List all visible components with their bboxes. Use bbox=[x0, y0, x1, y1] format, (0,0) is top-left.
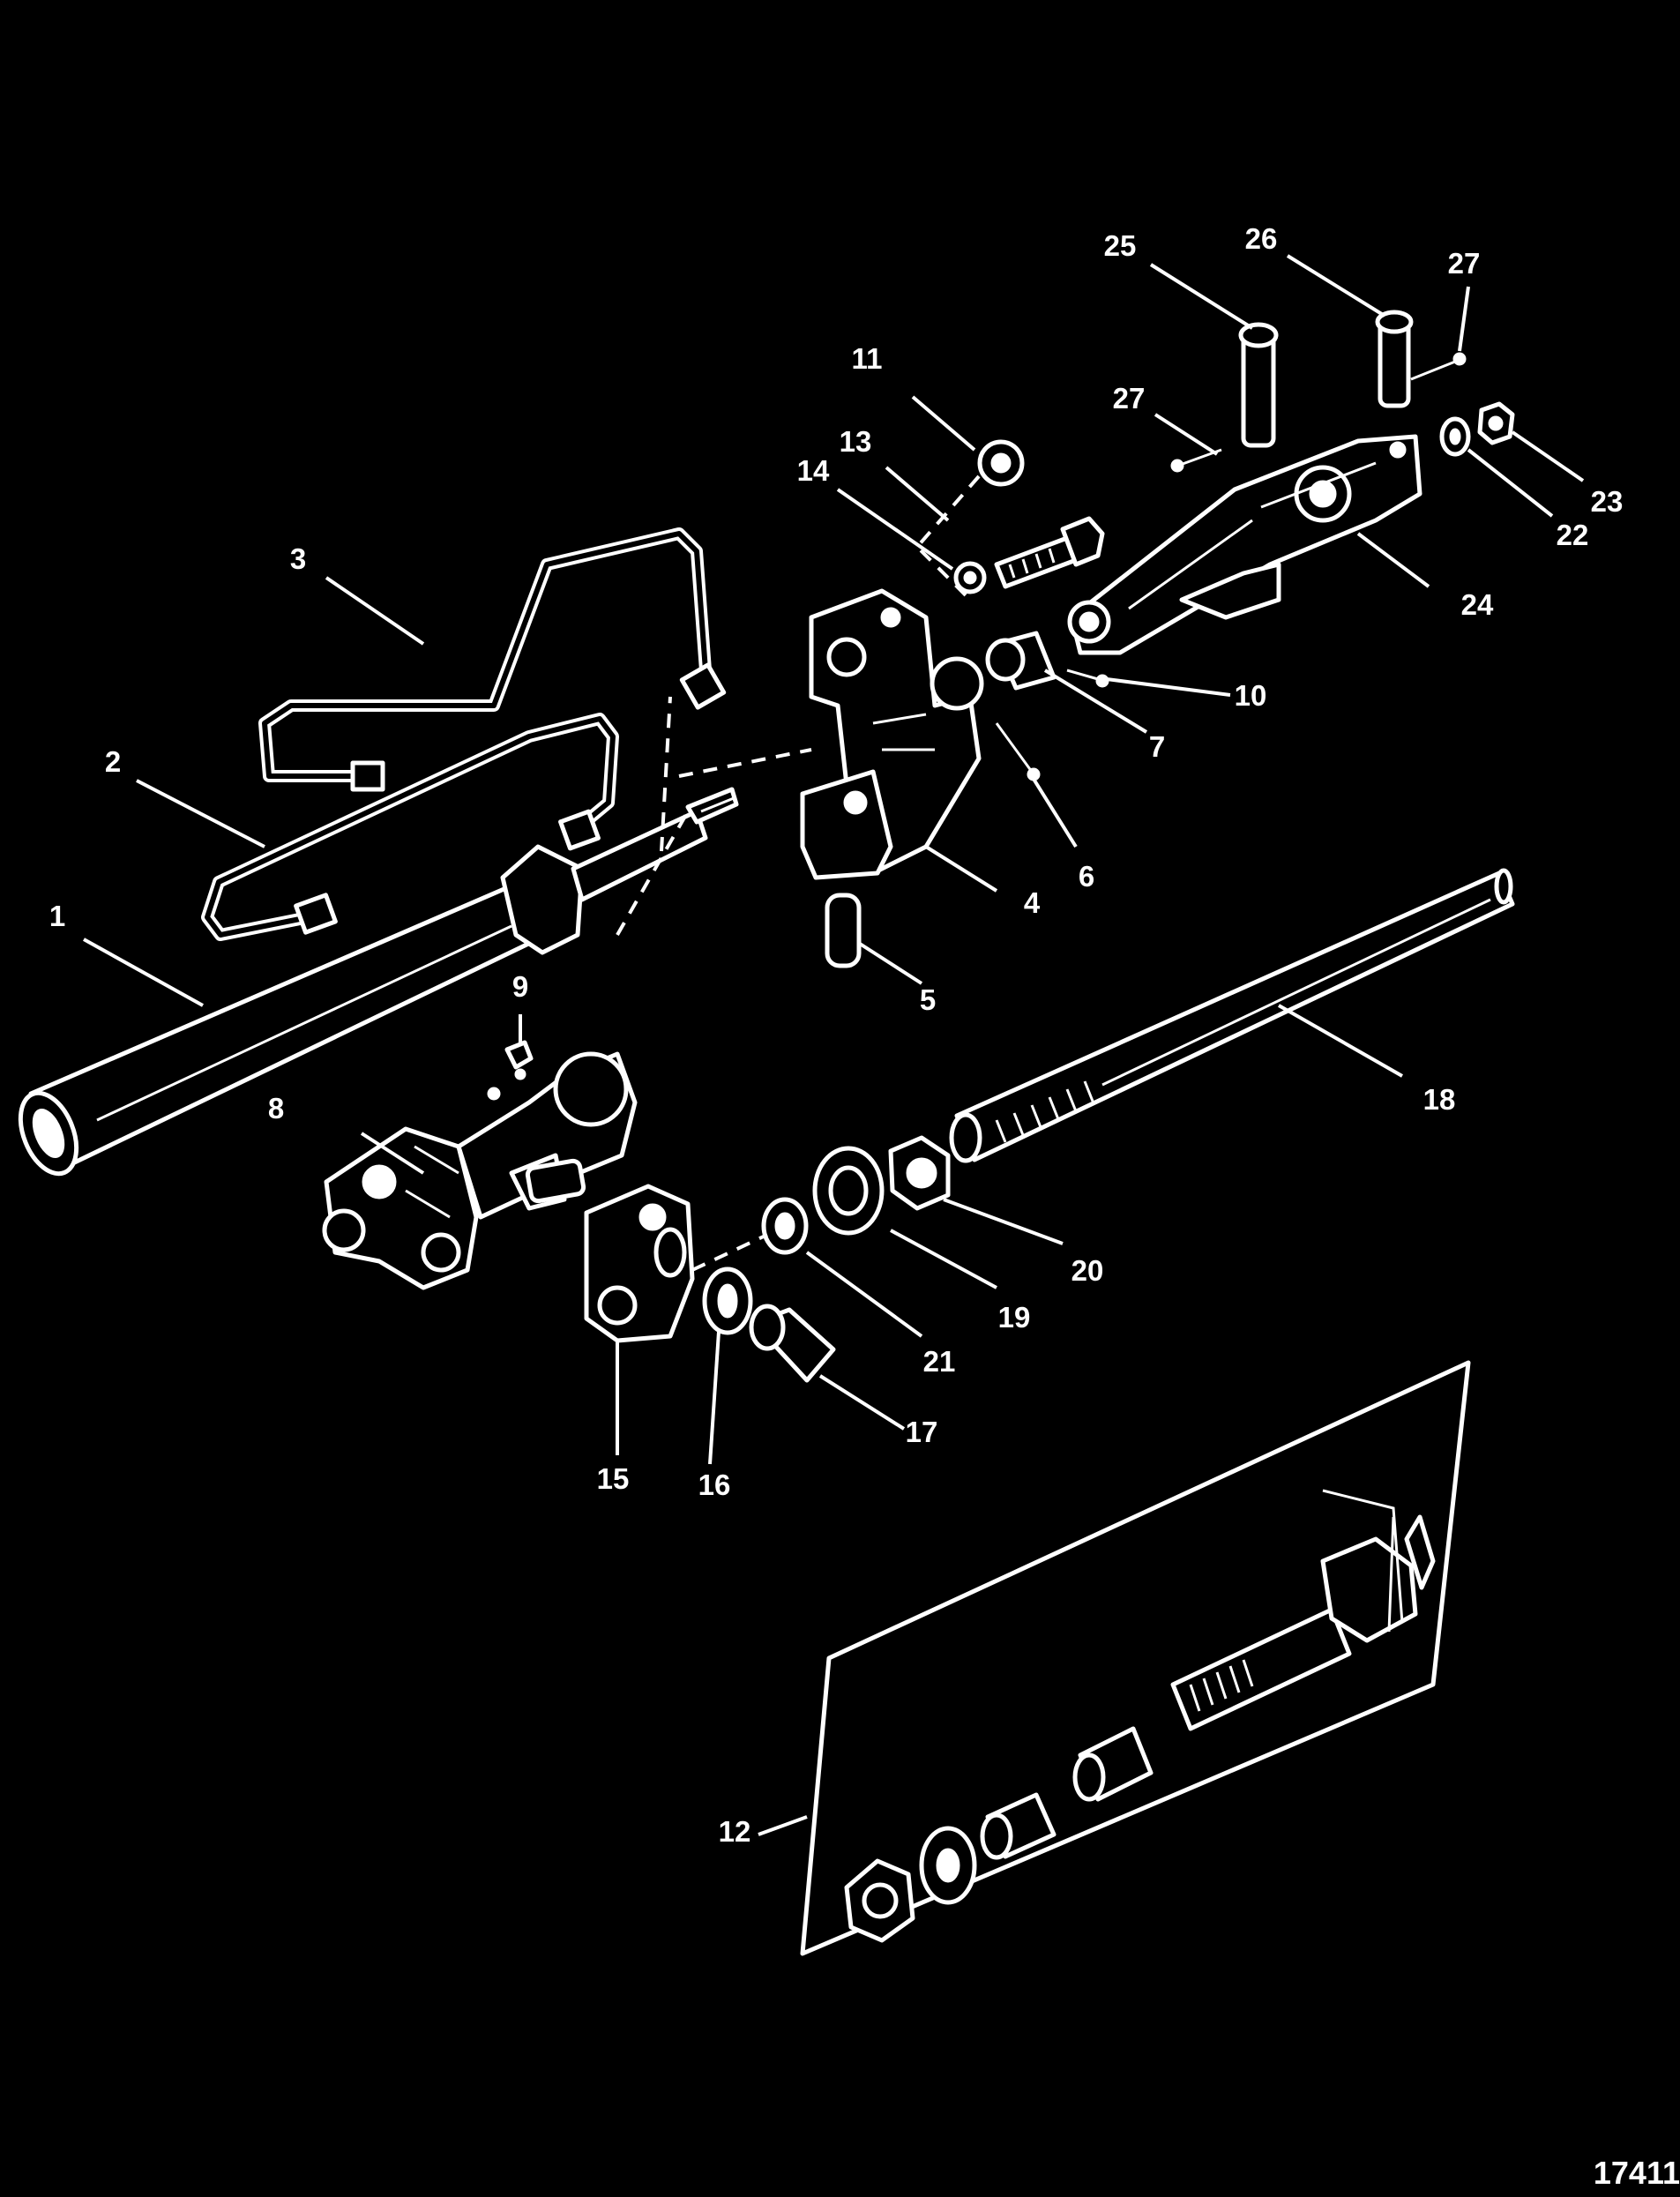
callout-13: 13 bbox=[840, 425, 872, 458]
callout-2: 2 bbox=[105, 745, 121, 778]
callout-7: 7 bbox=[1149, 730, 1165, 763]
spacer-21 bbox=[761, 1197, 809, 1255]
washer-16 bbox=[702, 1267, 753, 1335]
nut-20 bbox=[888, 1135, 951, 1211]
washer-22 bbox=[1439, 416, 1471, 457]
cotter-pin-10 bbox=[1066, 669, 1109, 688]
bracket bbox=[800, 588, 984, 880]
callout-18: 18 bbox=[1423, 1083, 1456, 1116]
cotter-pin-6 bbox=[995, 722, 1041, 781]
pin-5 bbox=[825, 893, 862, 968]
callout-14: 14 bbox=[797, 454, 830, 487]
pin-25 bbox=[1238, 322, 1279, 448]
kit-bolt bbox=[1170, 1514, 1436, 1731]
callout-27-lower: 27 bbox=[1113, 382, 1146, 415]
callout-5: 5 bbox=[920, 983, 936, 1016]
callout-27-upper: 27 bbox=[1448, 247, 1481, 280]
hose-lower bbox=[201, 713, 619, 941]
cable-tube-rod bbox=[949, 868, 1515, 1163]
nut-23 bbox=[1477, 401, 1515, 445]
callout-11: 11 bbox=[852, 342, 883, 375]
steering-arm bbox=[1067, 434, 1422, 655]
bolt-17 bbox=[749, 1304, 836, 1383]
pin-26 bbox=[1375, 310, 1414, 408]
callout-10: 10 bbox=[1235, 679, 1267, 712]
clamp-block bbox=[584, 1184, 695, 1343]
nut-11 bbox=[977, 439, 1025, 487]
hardware-kit-panel bbox=[800, 1360, 1471, 1956]
hose-upper bbox=[258, 527, 727, 792]
callout-15: 15 bbox=[597, 1462, 630, 1495]
callout-6: 6 bbox=[1079, 860, 1094, 893]
washer-19 bbox=[812, 1146, 885, 1236]
washer-14 bbox=[953, 561, 987, 594]
kit-spacer-b bbox=[1072, 1726, 1154, 1802]
callout-9: 9 bbox=[512, 970, 528, 1003]
callout-labels: 1 2 3 4 5 6 7 8 9 10 11 12 13 14 15 16 1… bbox=[49, 222, 1624, 1848]
assembly-lines bbox=[616, 475, 981, 1272]
callout-16: 16 bbox=[698, 1468, 731, 1501]
callout-3: 3 bbox=[290, 542, 306, 575]
cylinder bbox=[18, 787, 739, 1177]
callout-1: 1 bbox=[49, 900, 65, 932]
control-valve bbox=[322, 1051, 638, 1290]
fitting-9 bbox=[504, 1040, 534, 1080]
callout-25: 25 bbox=[1104, 229, 1137, 262]
callout-19: 19 bbox=[998, 1301, 1031, 1334]
callout-21: 21 bbox=[923, 1345, 956, 1378]
bolt-13 bbox=[994, 516, 1105, 589]
kit-spacer-a bbox=[980, 1792, 1057, 1860]
callout-12: 12 bbox=[719, 1815, 751, 1848]
callout-26: 26 bbox=[1245, 222, 1278, 255]
cotter-pin-27-upper bbox=[1410, 352, 1467, 381]
callout-20: 20 bbox=[1071, 1254, 1104, 1287]
kit-nut bbox=[844, 1858, 915, 1943]
callout-23: 23 bbox=[1591, 485, 1624, 518]
callout-8: 8 bbox=[268, 1092, 284, 1125]
figure-id: 17411 bbox=[1594, 2155, 1680, 2191]
callout-24: 24 bbox=[1461, 588, 1494, 621]
callout-4: 4 bbox=[1024, 886, 1041, 919]
kit-washer bbox=[919, 1826, 977, 1905]
callout-22: 22 bbox=[1557, 519, 1589, 551]
spacer-7 bbox=[985, 631, 1057, 691]
callout-17: 17 bbox=[906, 1416, 938, 1448]
leader-lines bbox=[83, 254, 1585, 1836]
kit-cotter-pin bbox=[1322, 1489, 1404, 1633]
